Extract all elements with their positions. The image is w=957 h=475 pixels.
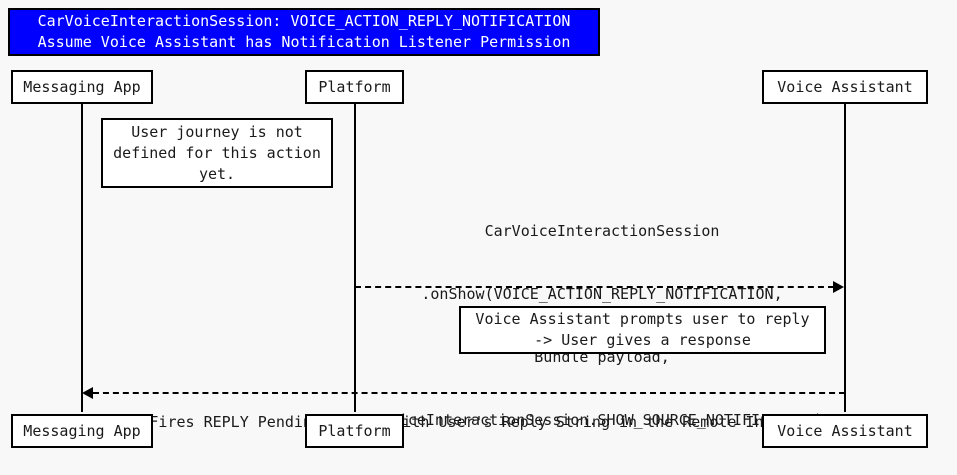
participant-header-platform-label: Platform <box>318 78 391 96</box>
note-user-journey-line-1: User journey is not <box>131 122 303 141</box>
lifeline-platform <box>354 104 356 412</box>
participant-footer-platform[interactable]: Platform <box>305 414 404 448</box>
message-onshow-label-line-1: CarVoiceInteractionSession <box>484 222 720 240</box>
message-reply-pending-intent-arrow-head <box>82 387 93 399</box>
note-user-journey-line-2: defined for this action <box>113 143 321 162</box>
participant-header-voice-assistant-label: Voice Assistant <box>777 78 913 96</box>
message-onshow-label-line-4: VoiceInteractionSession.SHOW_SOURCE_NOTI… <box>380 411 824 429</box>
participant-footer-voice-assistant[interactable]: Voice Assistant <box>762 414 928 448</box>
note-user-journey-line-3: yet. <box>198 164 236 183</box>
diagram-title-banner: CarVoiceInteractionSession: VOICE_ACTION… <box>8 8 600 56</box>
participant-footer-messaging-app-label: Messaging App <box>23 422 141 440</box>
note-voice-prompt-line-1: Voice Assistant prompts user to reply <box>475 310 810 328</box>
message-reply-pending-intent-label-line-1: Fires REPLY Pending Intent with User's R… <box>149 413 791 431</box>
participant-header-platform[interactable]: Platform <box>305 70 404 104</box>
participant-footer-voice-assistant-label: Voice Assistant <box>777 422 913 440</box>
diagram-title-line-2: Assume Voice Assistant has Notification … <box>37 33 571 51</box>
message-onshow-label-line-2: .onShow(VOICE_ACTION_REPLY_NOTIFICATION, <box>421 285 783 303</box>
participant-header-messaging-app-label: Messaging App <box>23 78 141 96</box>
participant-header-messaging-app[interactable]: Messaging App <box>11 70 153 104</box>
message-onshow-arrow-head <box>833 281 844 293</box>
note-user-journey: User journey is not defined for this act… <box>101 118 333 188</box>
message-onshow-arrow-line <box>355 286 834 288</box>
note-voice-prompt-line-2: -> User gives a response <box>534 331 751 349</box>
note-voice-prompt: Voice Assistant prompts user to reply ->… <box>459 306 826 354</box>
diagram-title-line-1: CarVoiceInteractionSession: VOICE_ACTION… <box>37 12 571 30</box>
participant-footer-platform-label: Platform <box>318 422 391 440</box>
message-reply-pending-intent-label: Fires REPLY Pending Intent with User's R… <box>95 370 845 475</box>
participant-header-voice-assistant[interactable]: Voice Assistant <box>762 70 928 104</box>
message-onshow-label: CarVoiceInteractionSession .onShow(VOICE… <box>359 179 845 473</box>
lifeline-voice-assistant <box>844 104 846 412</box>
participant-footer-messaging-app[interactable]: Messaging App <box>11 414 153 448</box>
lifeline-messaging-app <box>81 104 83 412</box>
message-reply-pending-intent-arrow-line <box>93 392 845 394</box>
